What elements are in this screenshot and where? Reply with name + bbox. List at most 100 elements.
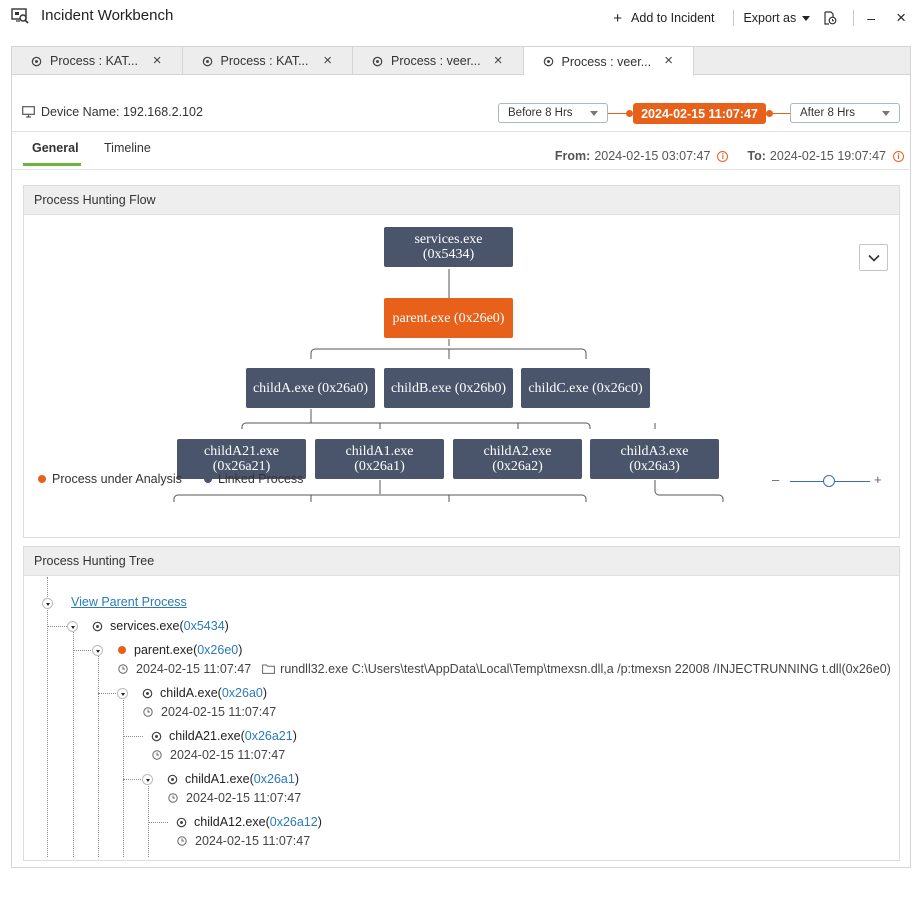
tree-guide — [98, 693, 118, 694]
process-icon — [92, 621, 103, 631]
time-range: From: 2024-02-15 03:07:47 i To: 2024-02-… — [555, 149, 904, 163]
tree-node-childA12-meta: 2024-02-15 11:07:47 — [177, 834, 310, 848]
zoom-in-button[interactable]: + — [874, 472, 882, 487]
close-tab-icon[interactable]: × — [323, 52, 332, 69]
workbench-frame: Process : KAT... × Process : KAT... × Pr… — [11, 46, 911, 868]
flow-node-childA[interactable]: childA.exe (0x26a0) — [246, 368, 375, 408]
flow-legend: Process under Analysis Linked Process — [38, 472, 303, 486]
expand-toggle[interactable] — [42, 598, 53, 609]
view-parent-link[interactable]: View Parent Process — [71, 595, 187, 609]
chevron-down-icon — [590, 111, 598, 116]
expand-toggle[interactable] — [67, 621, 78, 632]
export-as-button[interactable]: Export as — [743, 11, 811, 25]
add-to-incident-button[interactable]: + Add to Incident — [613, 10, 714, 27]
from-label: From: — [554, 149, 591, 163]
node-label: childA21.exe — [203, 444, 280, 459]
tree-node-services[interactable]: services.exe(0x5434) — [92, 619, 229, 633]
clock-icon — [118, 664, 128, 674]
tree-node-parent[interactable]: parent.exe(0x26e0) — [118, 643, 242, 657]
close-window-button[interactable]: × — [896, 8, 906, 27]
after-hours-select[interactable]: After 8 Hrs — [790, 103, 900, 123]
workbench-app-icon — [11, 8, 29, 24]
before-hours-value: Before 8 Hrs — [508, 107, 573, 119]
before-hours-select[interactable]: Before 8 Hrs — [498, 103, 608, 123]
flow-node-childA21[interactable]: childA21.exe (0x26a21) — [177, 439, 306, 479]
tab-process-2[interactable]: Process : KAT... × — [183, 47, 353, 75]
tab-label: Process : KAT... — [220, 54, 309, 68]
info-icon[interactable]: i — [893, 150, 904, 162]
chevron-down-icon — [882, 111, 890, 116]
paren: ) — [238, 643, 243, 657]
tree-node-childA[interactable]: childA.exe(0x26a0) — [142, 686, 267, 700]
process-icon — [202, 56, 212, 66]
schedule-report-icon[interactable] — [823, 11, 837, 25]
tree-node-childA1[interactable]: childA1.exe(0x26a1) — [167, 772, 299, 786]
tab-timeline[interactable]: Timeline — [104, 141, 151, 155]
tab-general[interactable]: General — [32, 141, 79, 155]
tree-guide — [123, 779, 143, 780]
process-time: 2024-02-15 11:07:47 — [170, 748, 286, 762]
process-name: childA12.exe( — [194, 815, 270, 829]
flow-node-childA2[interactable]: childA2.exe (0x26a2) — [453, 439, 582, 479]
expand-toggle[interactable] — [117, 688, 128, 699]
node-label: parent.exe (0x26e0) — [392, 310, 505, 326]
process-time: 2024-02-15 11:07:47 — [136, 662, 252, 676]
flow-node-childA1[interactable]: childA1.exe (0x26a1) — [315, 439, 444, 479]
process-pid: 0x26e0 — [197, 643, 239, 657]
linked-dot-icon — [203, 475, 212, 483]
process-icon — [167, 774, 178, 784]
process-icon — [151, 731, 162, 741]
paren: ) — [292, 729, 297, 743]
tree-node-parent-meta: 2024-02-15 11:07:47 rundll32.exe C:\User… — [118, 662, 891, 676]
collapse-flow-button[interactable] — [859, 244, 888, 271]
node-label: childC.exe (0x26c0) — [528, 380, 643, 396]
tab-process-4[interactable]: Process : veer... × — [523, 47, 694, 76]
expand-toggle[interactable] — [92, 645, 103, 656]
panel-header: Process Hunting Tree — [24, 547, 899, 576]
flow-connectors — [173, 269, 724, 502]
process-command-line: rundll32.exe C:\Users\test\AppData\Local… — [280, 662, 891, 676]
tree-guide — [123, 695, 124, 857]
process-icon — [176, 817, 187, 827]
process-hunting-tree-panel: Process Hunting Tree View Parent Proce — [23, 546, 900, 861]
close-tab-icon[interactable]: × — [664, 52, 673, 69]
zoom-out-button[interactable]: – — [772, 472, 780, 487]
clock-icon — [177, 836, 187, 846]
monitor-icon — [22, 106, 35, 118]
minimize-button[interactable]: – — [867, 10, 876, 26]
paren: ) — [317, 815, 322, 829]
node-label: childA3.exe — [620, 444, 689, 459]
tab-process-1[interactable]: Process : KAT... × — [12, 47, 183, 75]
node-label: childB.exe (0x26b0) — [390, 380, 507, 396]
node-label: childA2.exe — [483, 444, 552, 459]
flow-node-childC[interactable]: childC.exe (0x26c0) — [521, 368, 650, 408]
tree-node-childA12[interactable]: childA12.exe(0x26a12) — [176, 815, 322, 829]
close-tab-icon[interactable]: × — [493, 52, 503, 69]
folder-icon — [262, 664, 276, 674]
flow-node-parent[interactable]: parent.exe (0x26e0) — [384, 298, 513, 338]
tree-node-childA21[interactable]: childA21.exe(0x26a21) — [151, 729, 297, 743]
node-label: services.exe — [414, 232, 483, 247]
tab-process-3[interactable]: Process : veer... × — [353, 47, 524, 75]
expand-toggle[interactable] — [142, 774, 153, 785]
divider — [12, 169, 910, 170]
flow-canvas[interactable]: services.exe (0x5434) parent.exe (0x26e0… — [24, 216, 899, 502]
flow-node-services[interactable]: services.exe (0x5434) — [384, 227, 513, 267]
node-pid: (0x5434) — [422, 247, 475, 262]
flow-node-childA3[interactable]: childA3.exe (0x26a3) — [590, 439, 719, 479]
info-icon[interactable]: i — [717, 150, 729, 162]
tab-label: Process : veer... — [391, 54, 481, 68]
incident-time-pill[interactable]: 2024-02-15 11:07:47 — [633, 103, 766, 124]
after-hours-value: After 8 Hrs — [800, 107, 855, 119]
process-icon — [543, 56, 553, 67]
flow-node-childB[interactable]: childB.exe (0x26b0) — [384, 368, 513, 408]
process-icon — [142, 688, 153, 698]
chevron-down-icon — [802, 15, 811, 21]
timeline-connector — [608, 113, 633, 114]
zoom-slider-handle[interactable] — [823, 475, 835, 487]
process-time: 2024-02-15 11:07:47 — [195, 834, 311, 848]
tree-guide — [73, 629, 74, 857]
process-pid: 0x26a1 — [253, 772, 295, 786]
close-tab-icon[interactable]: × — [152, 52, 162, 69]
paren: ) — [294, 772, 299, 786]
